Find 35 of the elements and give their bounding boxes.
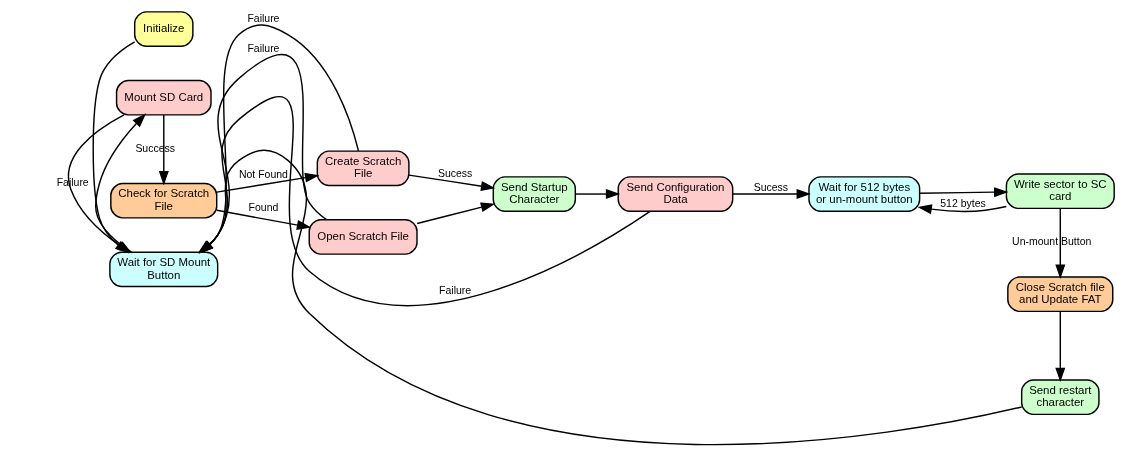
edge-label: Failure [438, 284, 471, 296]
arrow [415, 202, 495, 225]
node-box: Send Configuration Data [617, 176, 733, 212]
node-box: Mount SD Card [115, 79, 212, 116]
arrow [215, 172, 319, 193]
edge-label: Found [248, 202, 278, 214]
node-box: Write sector to SC card [1005, 173, 1115, 210]
edge-label: 512 bytes [939, 198, 986, 210]
edge-label: Sucess [437, 167, 472, 179]
arrow [215, 209, 311, 230]
arrow [917, 204, 1007, 215]
arrow [198, 96, 651, 306]
arrow [1054, 310, 1065, 383]
arrow [198, 54, 327, 254]
arrow [407, 174, 495, 192]
node-box: Send restart character [1020, 379, 1100, 416]
edge-label: Failure [246, 13, 279, 25]
node-box: Send Startup Character [492, 176, 576, 212]
node-box: Initialize [133, 11, 194, 47]
arrow [198, 24, 359, 254]
edge-label: Un-mount Button [1011, 236, 1091, 248]
node-box: Close Scratch file and Update FAT [1006, 276, 1113, 313]
node-box: Wait for SD Mount Button [108, 251, 218, 288]
arrow [731, 189, 811, 200]
node-box: Wait for 512 bytes or un-mount button [807, 176, 920, 212]
arrow [918, 187, 1008, 198]
arrow [574, 189, 620, 200]
edge-label: Not Found [238, 168, 288, 180]
arrow [158, 114, 169, 186]
edge-label: Sucess [753, 181, 788, 193]
node-box: Create Scratch File [316, 150, 410, 187]
node-box: Open Scratch File [308, 219, 418, 255]
arrow [1054, 207, 1065, 279]
edge-label: Failure [246, 42, 279, 54]
node-box: Check for Scratch File [109, 182, 217, 219]
